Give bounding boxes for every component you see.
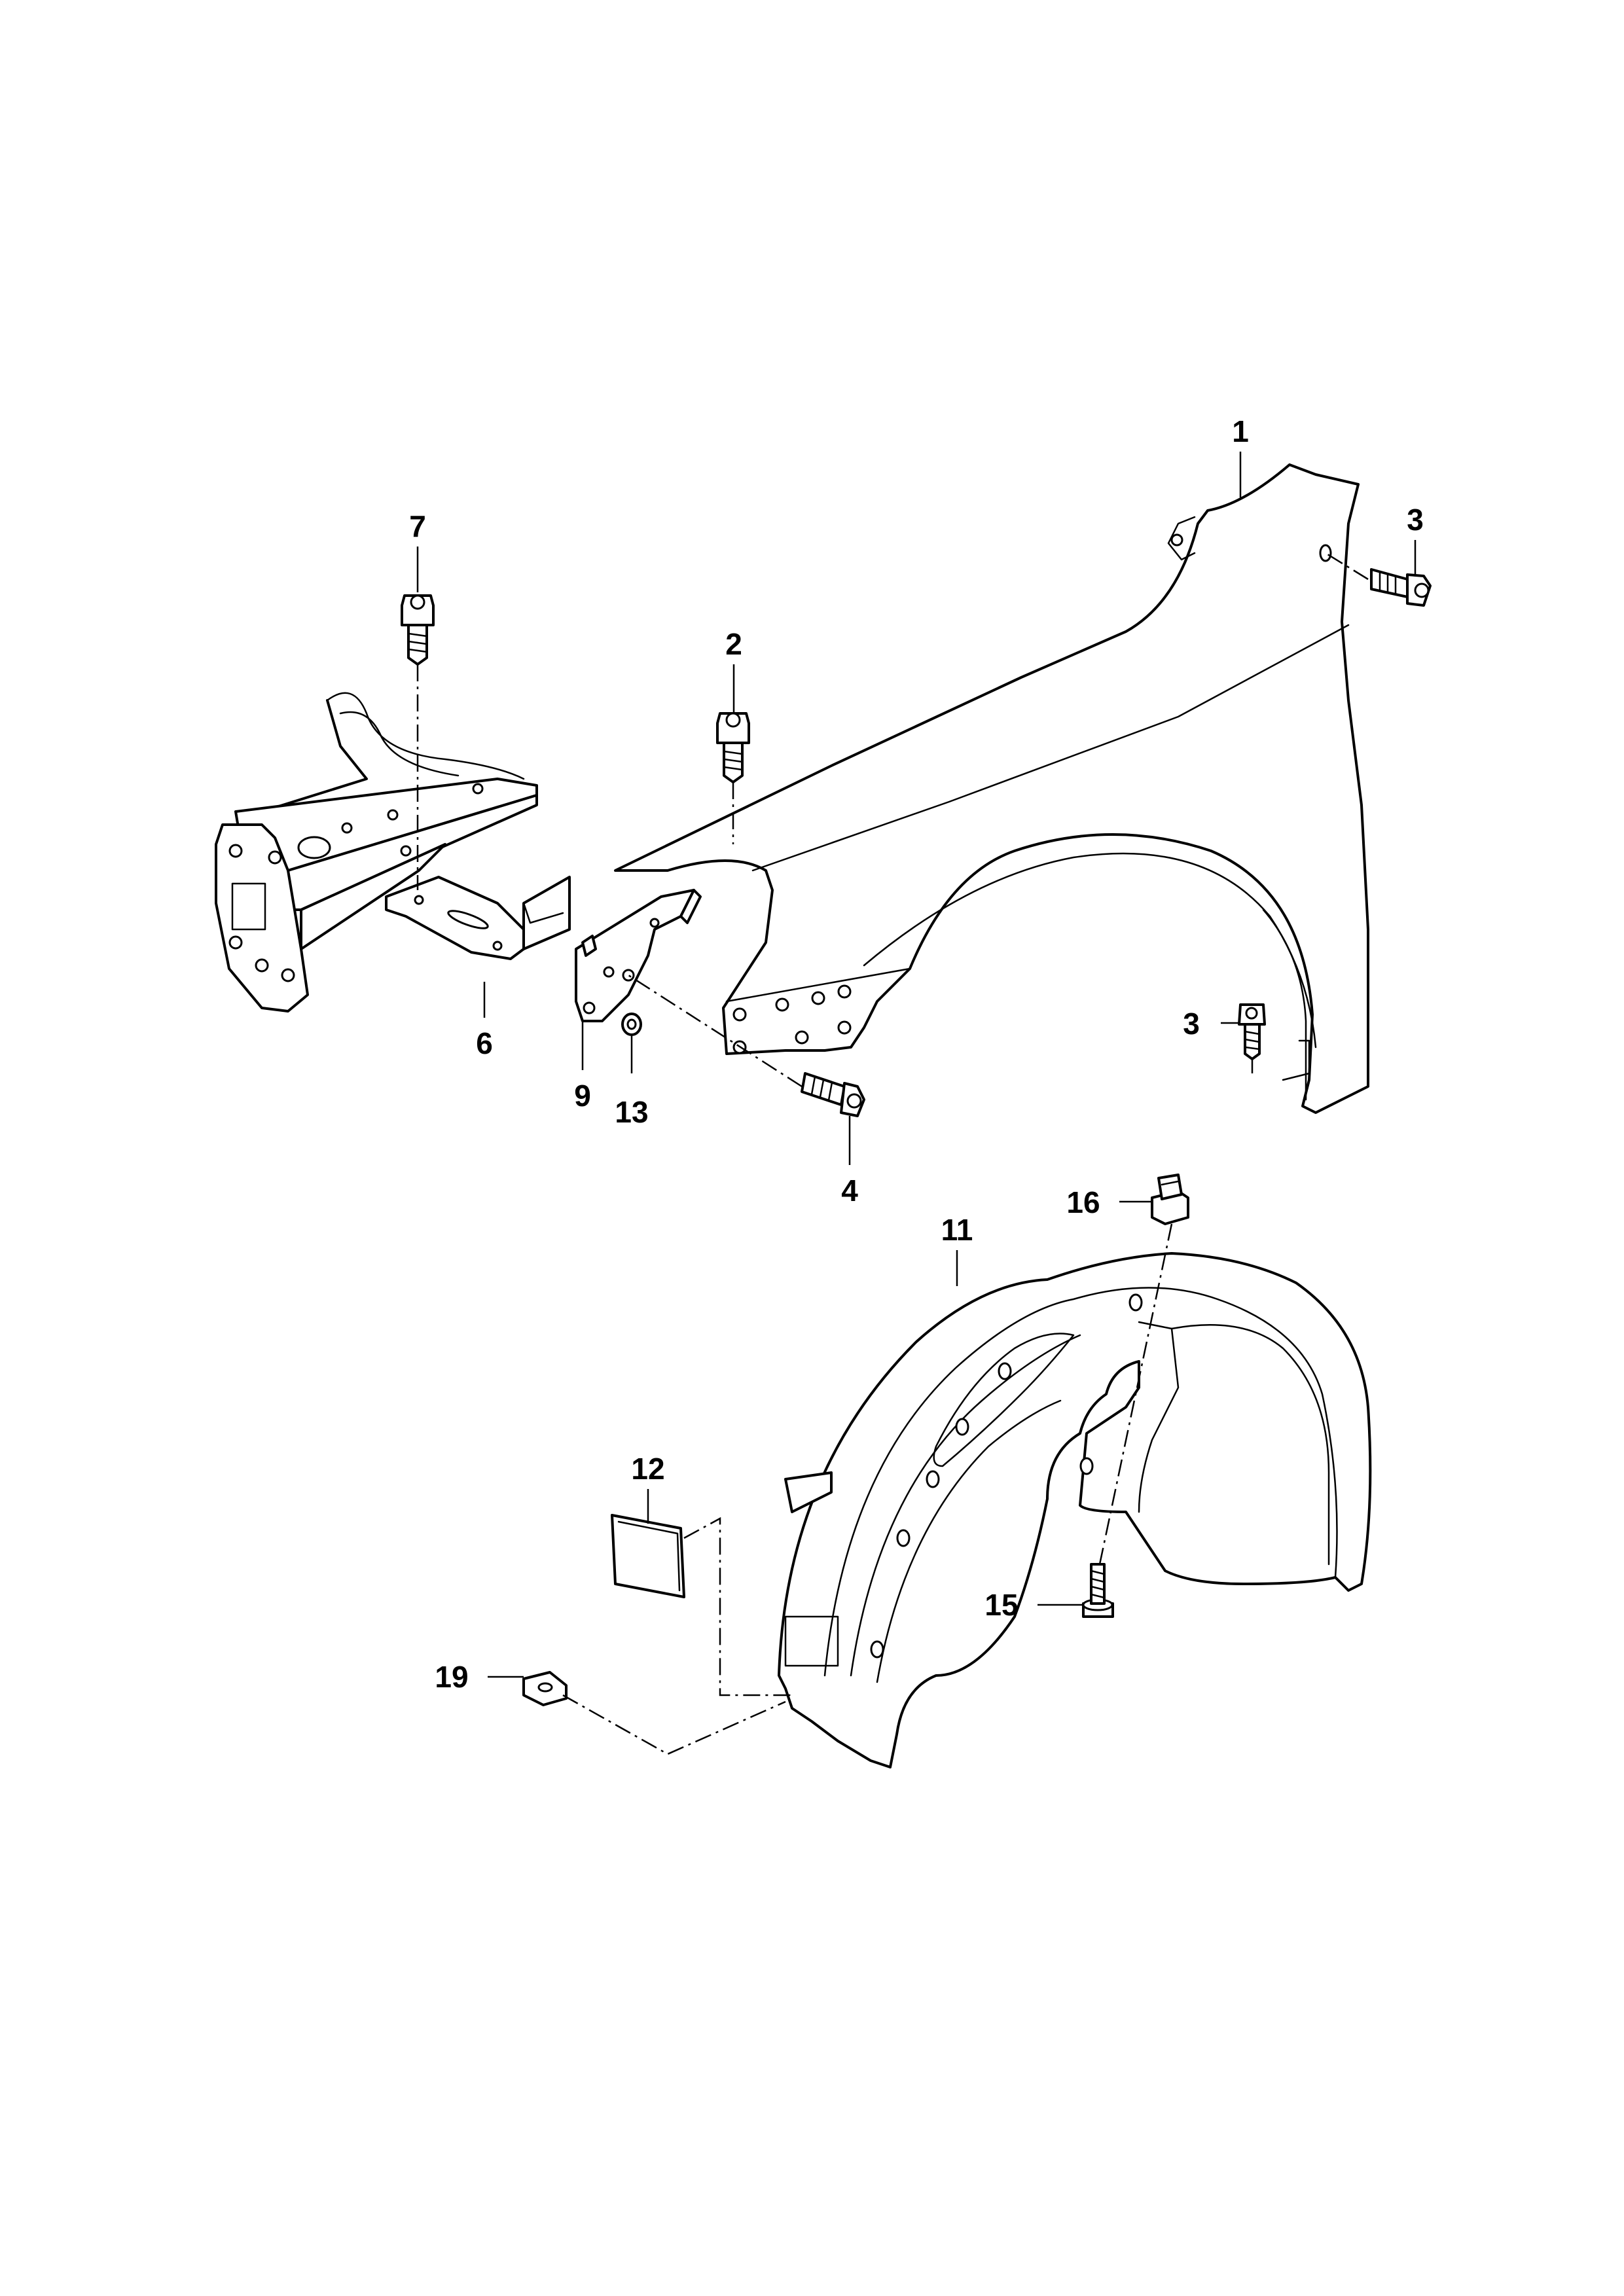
clip-nut-part-16 bbox=[1151, 1174, 1189, 1225]
callout-9: 9 bbox=[574, 1079, 591, 1113]
clip-part-19 bbox=[522, 1671, 568, 1706]
callout-19: 19 bbox=[435, 1660, 468, 1694]
assembly-lines bbox=[416, 552, 1369, 1755]
callout-4: 4 bbox=[841, 1174, 858, 1208]
screw-part-15 bbox=[1082, 1563, 1114, 1618]
fender-part-1 bbox=[614, 463, 1369, 1114]
bracket-part-6 bbox=[385, 876, 571, 960]
callout-1: 1 bbox=[1232, 414, 1249, 448]
callout-labels: 1 3 2 7 3 6 9 13 4 16 11 12 15 19 bbox=[409, 414, 1424, 1694]
bolt-part-3-upper bbox=[1370, 568, 1432, 607]
callout-12: 12 bbox=[631, 1452, 664, 1486]
bolt-part-3-lower bbox=[1238, 1003, 1266, 1060]
pad-part-12 bbox=[611, 1514, 685, 1598]
bracket-part-9 bbox=[575, 889, 702, 1022]
callout-2: 2 bbox=[725, 627, 742, 661]
callout-3-lower: 3 bbox=[1183, 1007, 1200, 1041]
leader-lines bbox=[416, 452, 1416, 1678]
bolt-part-4 bbox=[801, 1072, 865, 1117]
callout-11: 11 bbox=[941, 1213, 973, 1247]
callout-3-upper: 3 bbox=[1407, 503, 1424, 537]
callout-7: 7 bbox=[409, 509, 426, 543]
bolt-part-7 bbox=[401, 594, 435, 666]
callout-15: 15 bbox=[984, 1588, 1018, 1622]
bolt-part-2 bbox=[716, 712, 750, 783]
callout-6: 6 bbox=[476, 1026, 493, 1060]
wheel-arch-liner-part-11 bbox=[778, 1252, 1372, 1768]
callout-16: 16 bbox=[1066, 1185, 1100, 1219]
washer-part-13 bbox=[621, 1013, 642, 1036]
callout-13: 13 bbox=[615, 1095, 648, 1129]
front-body-rail bbox=[215, 692, 538, 1013]
